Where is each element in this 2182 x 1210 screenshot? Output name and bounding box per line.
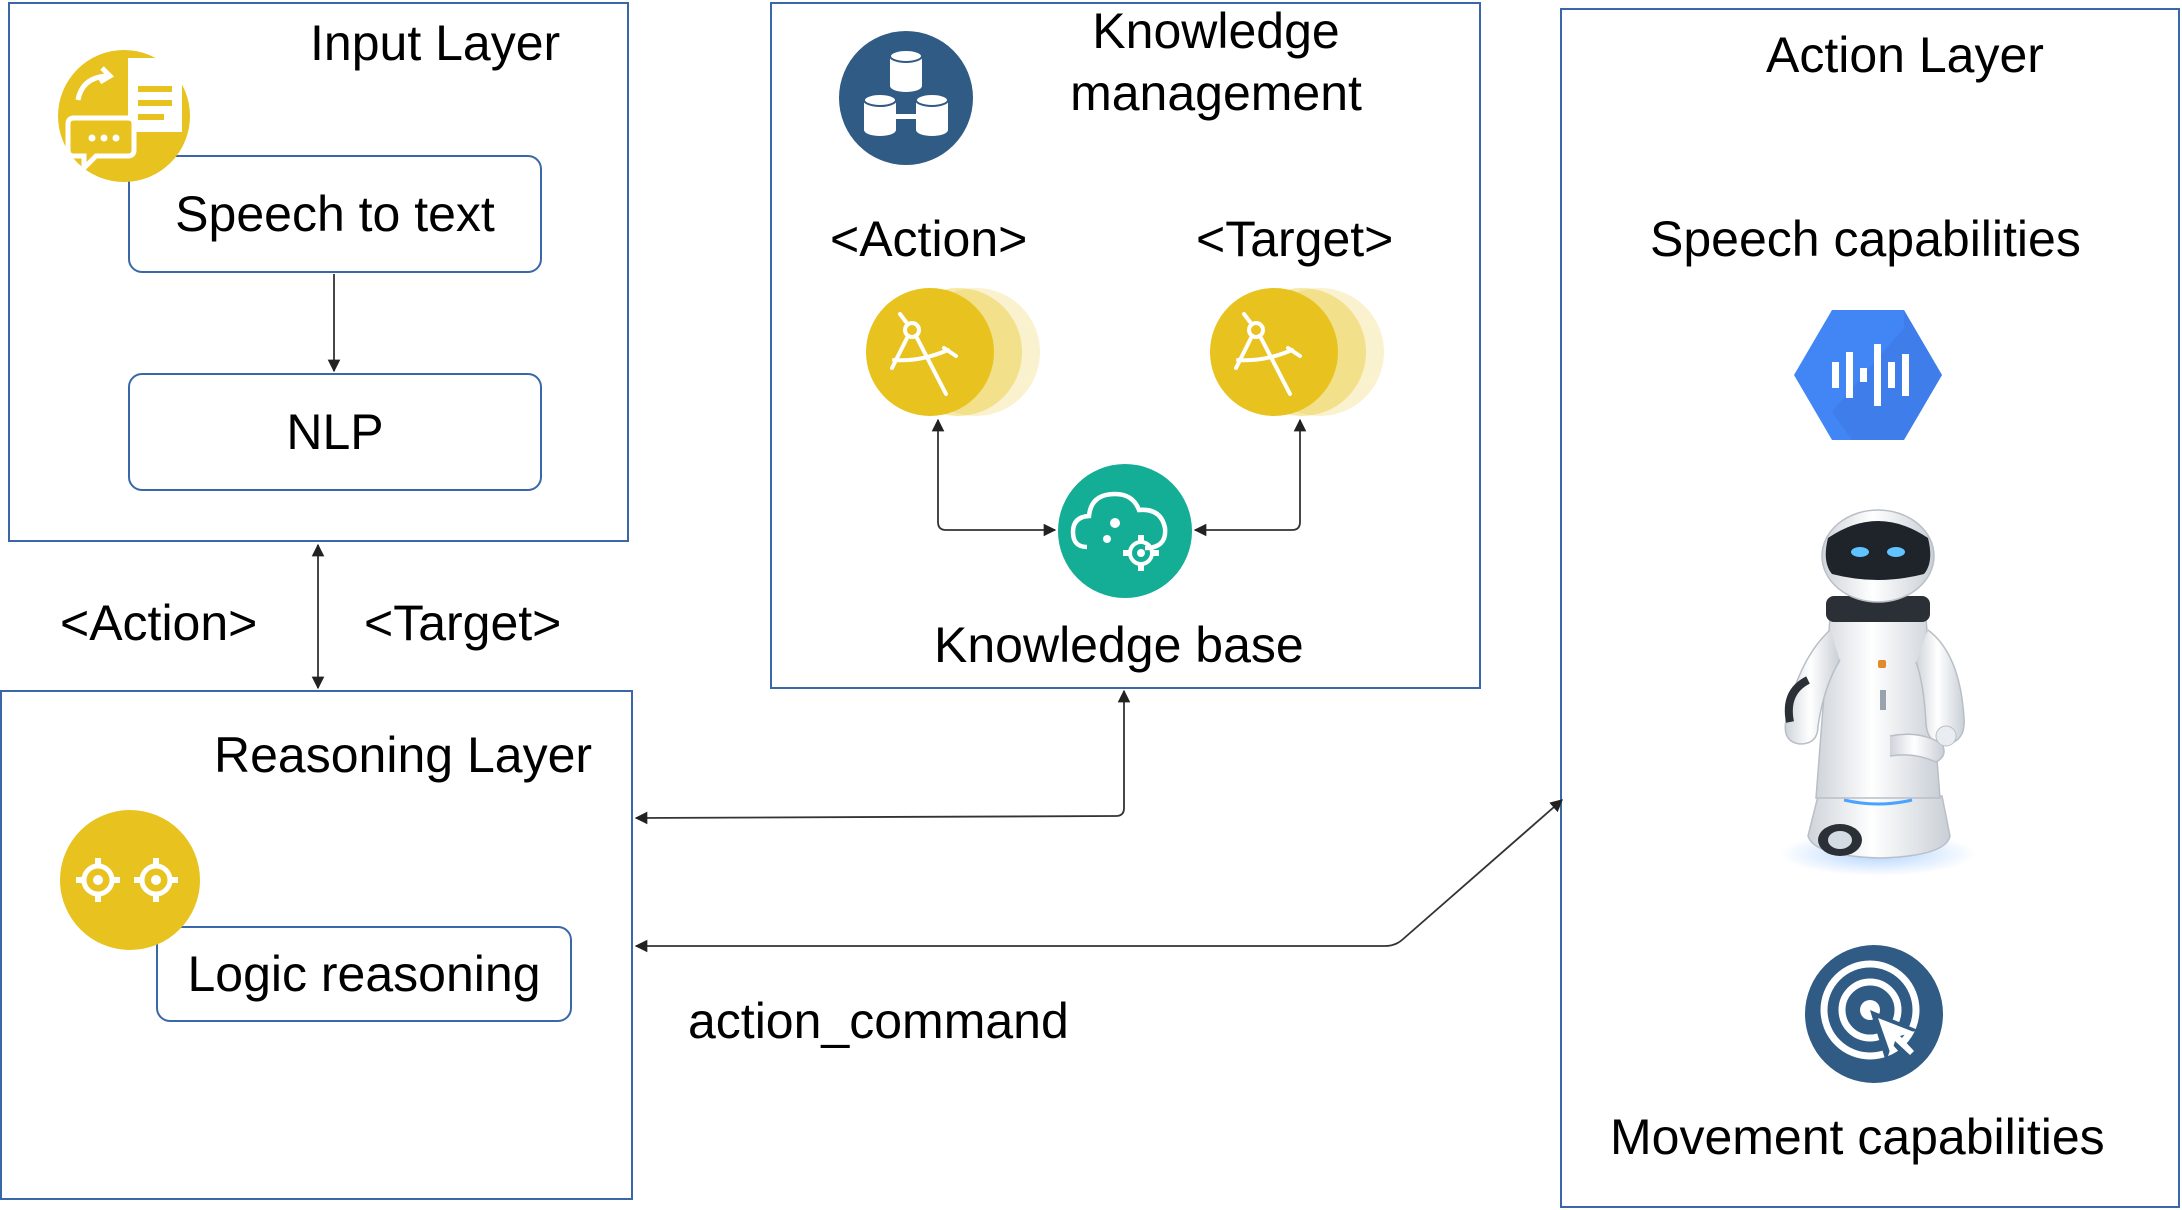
chat-document-icon	[58, 50, 190, 182]
knowledge-target-label: <Target>	[1196, 211, 1394, 267]
action-command-arrow	[634, 799, 1563, 953]
knowledge-base-label: Knowledge base	[934, 617, 1304, 673]
knowledge-action-label: <Action>	[830, 211, 1028, 267]
action-tag-label: <Action>	[60, 595, 258, 651]
nlp-box: NLP	[128, 373, 542, 491]
cloud-gear-icon	[1058, 464, 1192, 598]
action-kb-arrow	[931, 418, 1057, 537]
knowledge-title-line1: Knowledge	[1092, 3, 1340, 59]
knowledge-title-line2: management	[1070, 65, 1362, 121]
speech-to-text-box: Speech to text	[128, 155, 542, 273]
logic-reasoning-box: Logic reasoning	[156, 926, 572, 1022]
compass-icon	[1210, 288, 1384, 416]
knowledge-reasoning-arrow	[634, 689, 1131, 825]
target-tag-label: <Target>	[364, 595, 562, 651]
speech-to-text-label: Speech to text	[175, 186, 495, 242]
action-command-label: action_command	[688, 993, 1069, 1049]
database-icon	[839, 31, 973, 165]
movement-capabilities-label: Movement capabilities	[1610, 1109, 2105, 1165]
robot-image	[1780, 509, 1976, 876]
speech-capabilities-label: Speech capabilities	[1650, 211, 2081, 267]
compass-icon	[866, 288, 1040, 416]
speech-waveform-icon	[1794, 310, 1942, 440]
gears-icon	[60, 810, 200, 950]
nlp-label: NLP	[286, 404, 384, 460]
target-cursor-icon	[1805, 945, 1943, 1083]
action-layer-title: Action Layer	[1766, 27, 2044, 83]
input-layer-title: Input Layer	[310, 15, 561, 71]
reasoning-layer-title: Reasoning Layer	[214, 727, 593, 783]
logic-reasoning-label: Logic reasoning	[187, 946, 541, 1002]
target-kb-arrow	[1193, 418, 1307, 537]
